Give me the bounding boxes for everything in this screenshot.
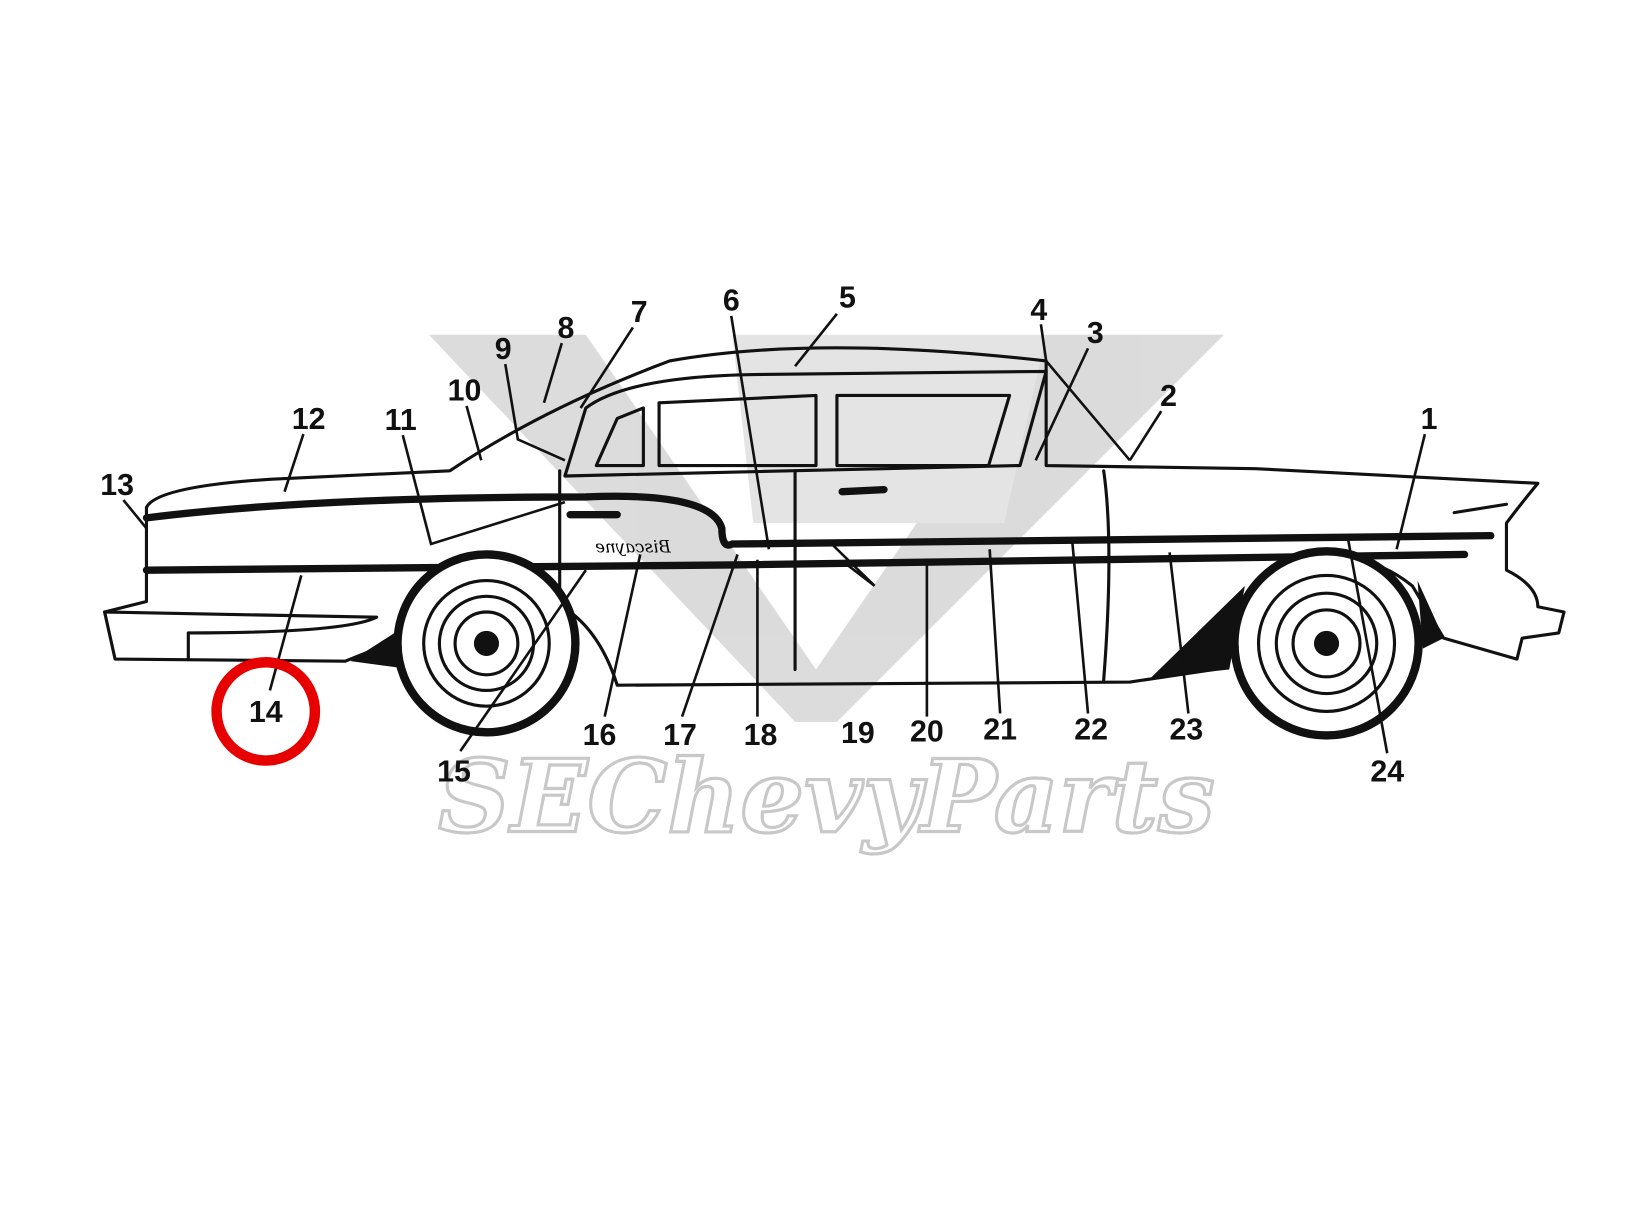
- callout-labels: 1 2 3 4 5 6 7 8 9 10 11 12 13 14 15 16 1…: [100, 282, 1437, 789]
- callout-24: 24: [1370, 755, 1404, 788]
- callout-23: 23: [1169, 714, 1203, 747]
- callout-1: 1: [1421, 403, 1438, 436]
- biscayne-script-emblem: Biscayne: [595, 536, 672, 556]
- front-wheel: [393, 550, 580, 737]
- callout-22: 22: [1074, 714, 1108, 747]
- watermark-logo: [428, 334, 1224, 722]
- callout-4: 4: [1030, 294, 1047, 327]
- callout-11: 11: [385, 404, 417, 437]
- callout-6: 6: [723, 285, 740, 318]
- callout-9: 9: [495, 333, 512, 366]
- callout-17: 17: [663, 719, 697, 752]
- leader-lines: [122, 313, 1427, 754]
- callout-8: 8: [558, 312, 575, 345]
- callout-14: 14: [249, 696, 283, 729]
- callout-12: 12: [292, 403, 326, 436]
- callout-18: 18: [744, 719, 778, 752]
- callout-21: 21: [983, 714, 1017, 747]
- callout-7: 7: [631, 296, 648, 329]
- callout-5: 5: [839, 282, 856, 315]
- callout-13: 13: [100, 469, 134, 502]
- callout-10: 10: [448, 375, 482, 408]
- callout-2: 2: [1160, 380, 1177, 413]
- rear-wheel: [1230, 547, 1423, 740]
- callout-20: 20: [910, 716, 944, 749]
- callout-3: 3: [1087, 317, 1104, 350]
- callout-19: 19: [841, 717, 875, 750]
- highlight-circle: [211, 656, 321, 766]
- callout-15: 15: [437, 755, 471, 788]
- watermark-text: SEChevyParts: [438, 738, 1214, 856]
- callout-16: 16: [583, 719, 617, 752]
